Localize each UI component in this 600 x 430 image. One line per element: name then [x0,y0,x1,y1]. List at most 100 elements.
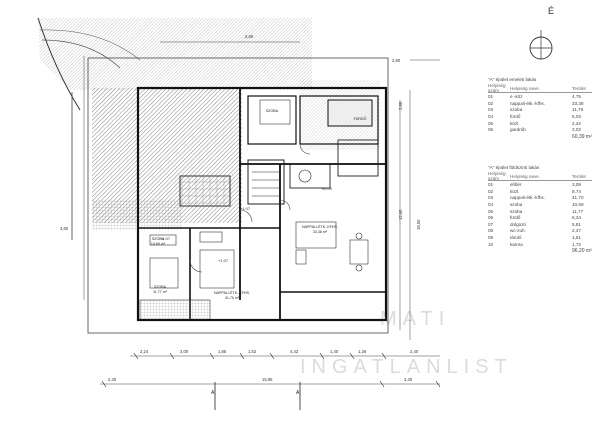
area-table-lower: "A" épület földszinti lakás Helyiség szá… [488,165,592,255]
cell-name: e.-köz [510,94,523,100]
cell-no: 09 [488,234,494,240]
dim-top-2: 2,80 [245,34,254,39]
cell-area: 3,02 [572,127,581,133]
cell-no: 03 [488,195,494,201]
section-mark-b: A [296,390,300,396]
table-row: 06 gardrób 3,02 [488,127,592,134]
level-2: +1.07 [160,236,171,241]
dim-b1-5: 4,42 [290,349,299,354]
table-row: 01 e.-köz 4,75 [488,94,592,101]
header-area: Terület [572,85,586,91]
cell-name: tároló [510,234,522,240]
table-row: 04 fürdő 5,03 [488,114,592,121]
watermark-line-2: INGATLANLIST [300,356,513,378]
furniture [149,99,369,289]
cell-name: közl. [510,188,520,194]
cell-area: 4,75 [572,94,581,100]
cell-no: 05 [488,208,494,214]
table-header: Helyiség szám Helyiség neve Terület [488,83,592,94]
dim-b1-6: 1,40 [330,349,339,354]
dim-top-1: 2,80 [392,58,401,63]
cell-no: 03 [488,107,494,113]
site-boundary [71,56,389,334]
room-area-1: 10,69 m² [151,242,166,246]
cell-no: 02 [488,100,494,106]
cell-name: közl. [510,120,520,126]
room-label-2: NAPPALI-ÉTK.-KFHS. [302,224,338,229]
dimension-lines [100,41,441,388]
header-room-no: Helyiség szám [488,171,506,181]
cell-no: 04 [488,113,494,119]
table-total: 60,39 m² [572,133,592,140]
level-3: +1.07 [218,258,229,263]
cell-area: 11,79 [572,107,584,113]
table-row: 01 előtér 3,09 [488,182,592,189]
dim-b2-3: 3,40 [404,377,413,382]
cell-name: szoba [510,201,523,207]
room-label-5: NAPPALI-ÉTK.-KFHS. [214,290,250,295]
level-4: +1.07 [240,206,251,211]
cell-no: 06 [488,127,494,133]
cell-name: wc-zuh. [510,228,526,234]
watermark-line-1: MATI [380,308,451,330]
dim-b1-4: 1,52 [248,349,257,354]
table-row: 02 nappali-étk.-kfhs. 33,38 [488,101,592,108]
room-labels: SZOBA 10,69 m² NAPPALI-ÉTK.-KFHS. 33,38 … [151,109,367,300]
cell-no: 07 [488,221,494,227]
cell-name: szoba [510,208,523,214]
cell-name: fürdő [510,113,521,119]
core-area [179,139,379,207]
cell-name: dolgozó [510,221,527,227]
cell-name: nappali-étk.-kfhs. [510,195,545,201]
dim-b2-1: 2,40 [108,377,117,382]
cell-name: előtér [510,182,522,188]
cell-no: 01 [488,94,494,100]
cell-area: 11,77 [572,208,584,214]
cell-area: 5,03 [572,113,581,119]
level-marks: ±0.00 +1.07 +1.07 +1.07 [160,186,333,263]
room-label-4: SZOBA [266,109,279,113]
table-total: 96,20 m² [572,247,592,254]
cell-name: fürdő [510,215,521,221]
dim-b2-2: 15,95 [262,377,273,382]
cell-area: 1,72 [572,241,581,247]
cell-no: 08 [488,228,494,234]
cell-no: 02 [488,188,494,194]
cell-area: 33,38 [572,100,584,106]
area-table-lower-title: "A" épület földszinti lakás [488,165,540,170]
dim-b1-2: 3,00 [180,349,189,354]
dim-right-1: 2,80 [398,101,403,110]
table-row: 05 szoba 11,77 [488,209,592,216]
area-table-upper-title: "A" épület emeleti lakás [488,77,537,82]
dim-b1-3: 1,85 [218,349,227,354]
table-total-row: 60,39 m² [488,134,592,141]
compass-symbol [529,30,553,60]
header-area: Terület [572,173,586,179]
cell-no: 01 [488,182,494,188]
dim-right-3: 18,50 [416,219,421,230]
cell-name: kamra [510,241,523,247]
dim-b1-1: 2,24 [140,349,149,354]
table-row: 03 szoba 11,79 [488,107,592,114]
cell-area: 3,09 [572,182,581,188]
dim-right-2: 12,60 [398,209,403,220]
cell-area: 8,74 [572,188,581,194]
room-label-1: SZOBA [152,237,165,241]
building-walls [136,86,388,322]
cell-name: nappali-étk.-kfhs. [510,100,545,106]
dim-left: 3,60 [60,226,69,231]
table-total-row: 96,20 m² [488,248,592,255]
area-table-upper: "A" épület emeleti lakás Helyiség szám H… [488,77,592,141]
cell-area: 2,47 [572,228,581,234]
compass-north-label: É [548,6,555,16]
cell-name: gardrób [510,127,526,133]
room-area-3: 11,77 m² [153,290,168,294]
cell-name: szoba [510,107,523,113]
cell-no: 06 [488,215,494,221]
room-area-2: 33,38 m² [313,230,328,234]
table-row: 02 közl. 8,74 [488,189,592,196]
